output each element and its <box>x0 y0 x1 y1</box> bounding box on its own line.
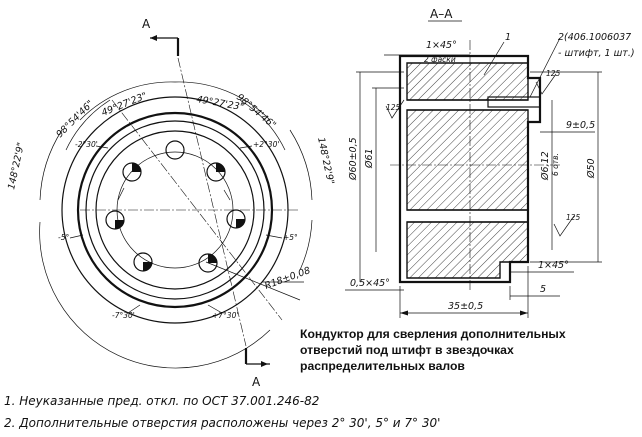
chamfer-left: 0,5×45° <box>350 278 390 289</box>
angle-49-left: 49°27'23" <box>100 91 149 119</box>
dim-6-holes: 6 отв. <box>551 153 560 176</box>
angle-148-right: 148°22'9" <box>315 136 336 185</box>
chamfer-top: 1×45° <box>426 40 457 51</box>
roughness-top: 125 <box>535 69 561 95</box>
hole-6 <box>105 210 125 230</box>
note-2: 2. Дополнительные отверстия расположены … <box>4 416 440 430</box>
dim-5: 5 <box>540 284 546 295</box>
angle-148-left: 148°22'9" <box>6 141 27 190</box>
part-2-code: 2(406.1006037 <box>558 32 631 43</box>
tick-minus-2-30: -2°30' <box>75 140 98 149</box>
hole-4 <box>198 253 218 273</box>
section-marker-bottom: A <box>244 348 270 389</box>
section-body-upper <box>406 109 529 211</box>
caption-line-2: отверстий под штифт в звездочках <box>300 343 514 357</box>
chamfer-top-note: 2 фаски <box>424 55 456 64</box>
dim-35: 35±0,5 <box>448 301 483 312</box>
outer-circle <box>61 96 289 324</box>
section-title: A–A <box>430 7 453 21</box>
dim-d6: Ø6,12 <box>540 151 551 181</box>
note-1: 1. Неуказанные пред. откл. по ОСТ 37.001… <box>4 394 319 408</box>
radius-dim: R18±0,08 <box>263 265 312 292</box>
section-label-bottom: A <box>252 375 261 389</box>
tick-minus-5: -5° <box>58 233 69 242</box>
body-circle-inner <box>85 120 265 300</box>
part-2-desc: - штифт, 1 шт.) <box>558 48 635 59</box>
hole-7 <box>122 162 142 182</box>
chamfer-bot: 1×45° <box>538 260 569 271</box>
hole-5 <box>133 252 153 272</box>
svg-text:125: 125 <box>546 69 561 78</box>
roughness-right: 125 <box>553 213 581 237</box>
tick-minus-7-30: -7°30' <box>112 311 135 320</box>
dim-d60: Ø60±0,5 <box>348 137 359 181</box>
tick-plus-7-30: +7°30' <box>212 311 238 320</box>
hole-3 <box>226 209 246 229</box>
caption-block: Кондуктор для сверления дополнительных о… <box>300 327 566 373</box>
caption-line-1: Кондуктор для сверления дополнительных <box>300 327 566 341</box>
section-body-top <box>406 62 529 101</box>
body-circle-outer <box>76 111 274 309</box>
dim-9: 9±0,5 <box>566 120 595 131</box>
section-marker-top: A <box>142 17 180 56</box>
dim-d50: Ø50 <box>586 158 597 179</box>
roughness-left: 125 <box>385 99 405 119</box>
hole-2 <box>206 162 226 182</box>
section-view: A–A Ø60±0,5 Ø61 125 125 <box>345 7 635 318</box>
hole-1 <box>165 140 185 160</box>
section-label-top: A <box>142 17 151 31</box>
notes-block: 1. Неуказанные пред. откл. по ОСТ 37.001… <box>4 394 440 430</box>
tick-plus-5: +5° <box>283 233 298 242</box>
dim-d61: Ø61 <box>364 148 375 169</box>
caption-line-3: распределительных валов <box>300 359 465 373</box>
svg-text:125: 125 <box>566 213 581 222</box>
pin <box>487 96 541 108</box>
svg-text:125: 125 <box>386 103 401 112</box>
hub-circle <box>95 130 255 290</box>
part-1-label: 1 <box>505 32 511 43</box>
tick-plus-2-30: +2°30' <box>253 140 279 149</box>
front-view: A A <box>6 17 336 389</box>
